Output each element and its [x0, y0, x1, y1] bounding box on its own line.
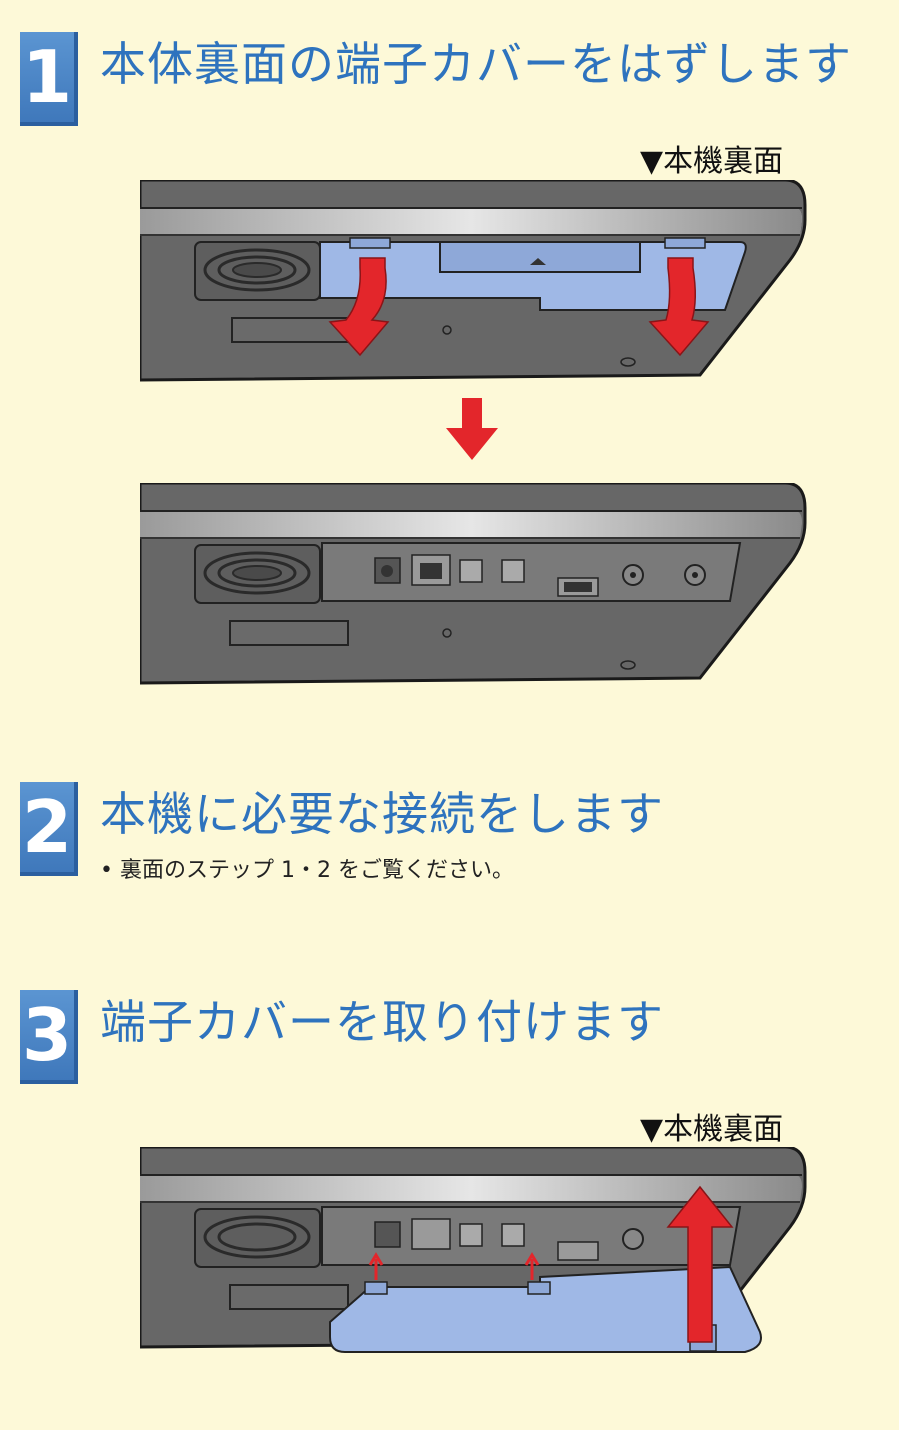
down-arrow-icon [446, 398, 498, 460]
step-3-number-badge: 3 [20, 990, 78, 1084]
unit-back-attach-cover-illustration [140, 1147, 807, 1353]
step-2-note: • 裏面のステップ 1・2 をご覧ください。 [100, 858, 514, 883]
step-1-number-badge: 1 [20, 32, 78, 126]
step-2-title: 本機に必要な接続をします [100, 787, 664, 841]
unit-back-with-cover-illustration [140, 180, 807, 382]
step-2-number-badge: 2 [20, 782, 78, 876]
unit-back-cover-removed-illustration [140, 483, 807, 685]
step-1-view-label: ▼本機裏面 [640, 144, 784, 179]
step-3-title: 端子カバーを取り付けます [100, 995, 664, 1049]
step-3-view-label: ▼本機裏面 [640, 1112, 784, 1147]
step-1-title: 本体裏面の端子カバーをはずします [100, 37, 852, 91]
